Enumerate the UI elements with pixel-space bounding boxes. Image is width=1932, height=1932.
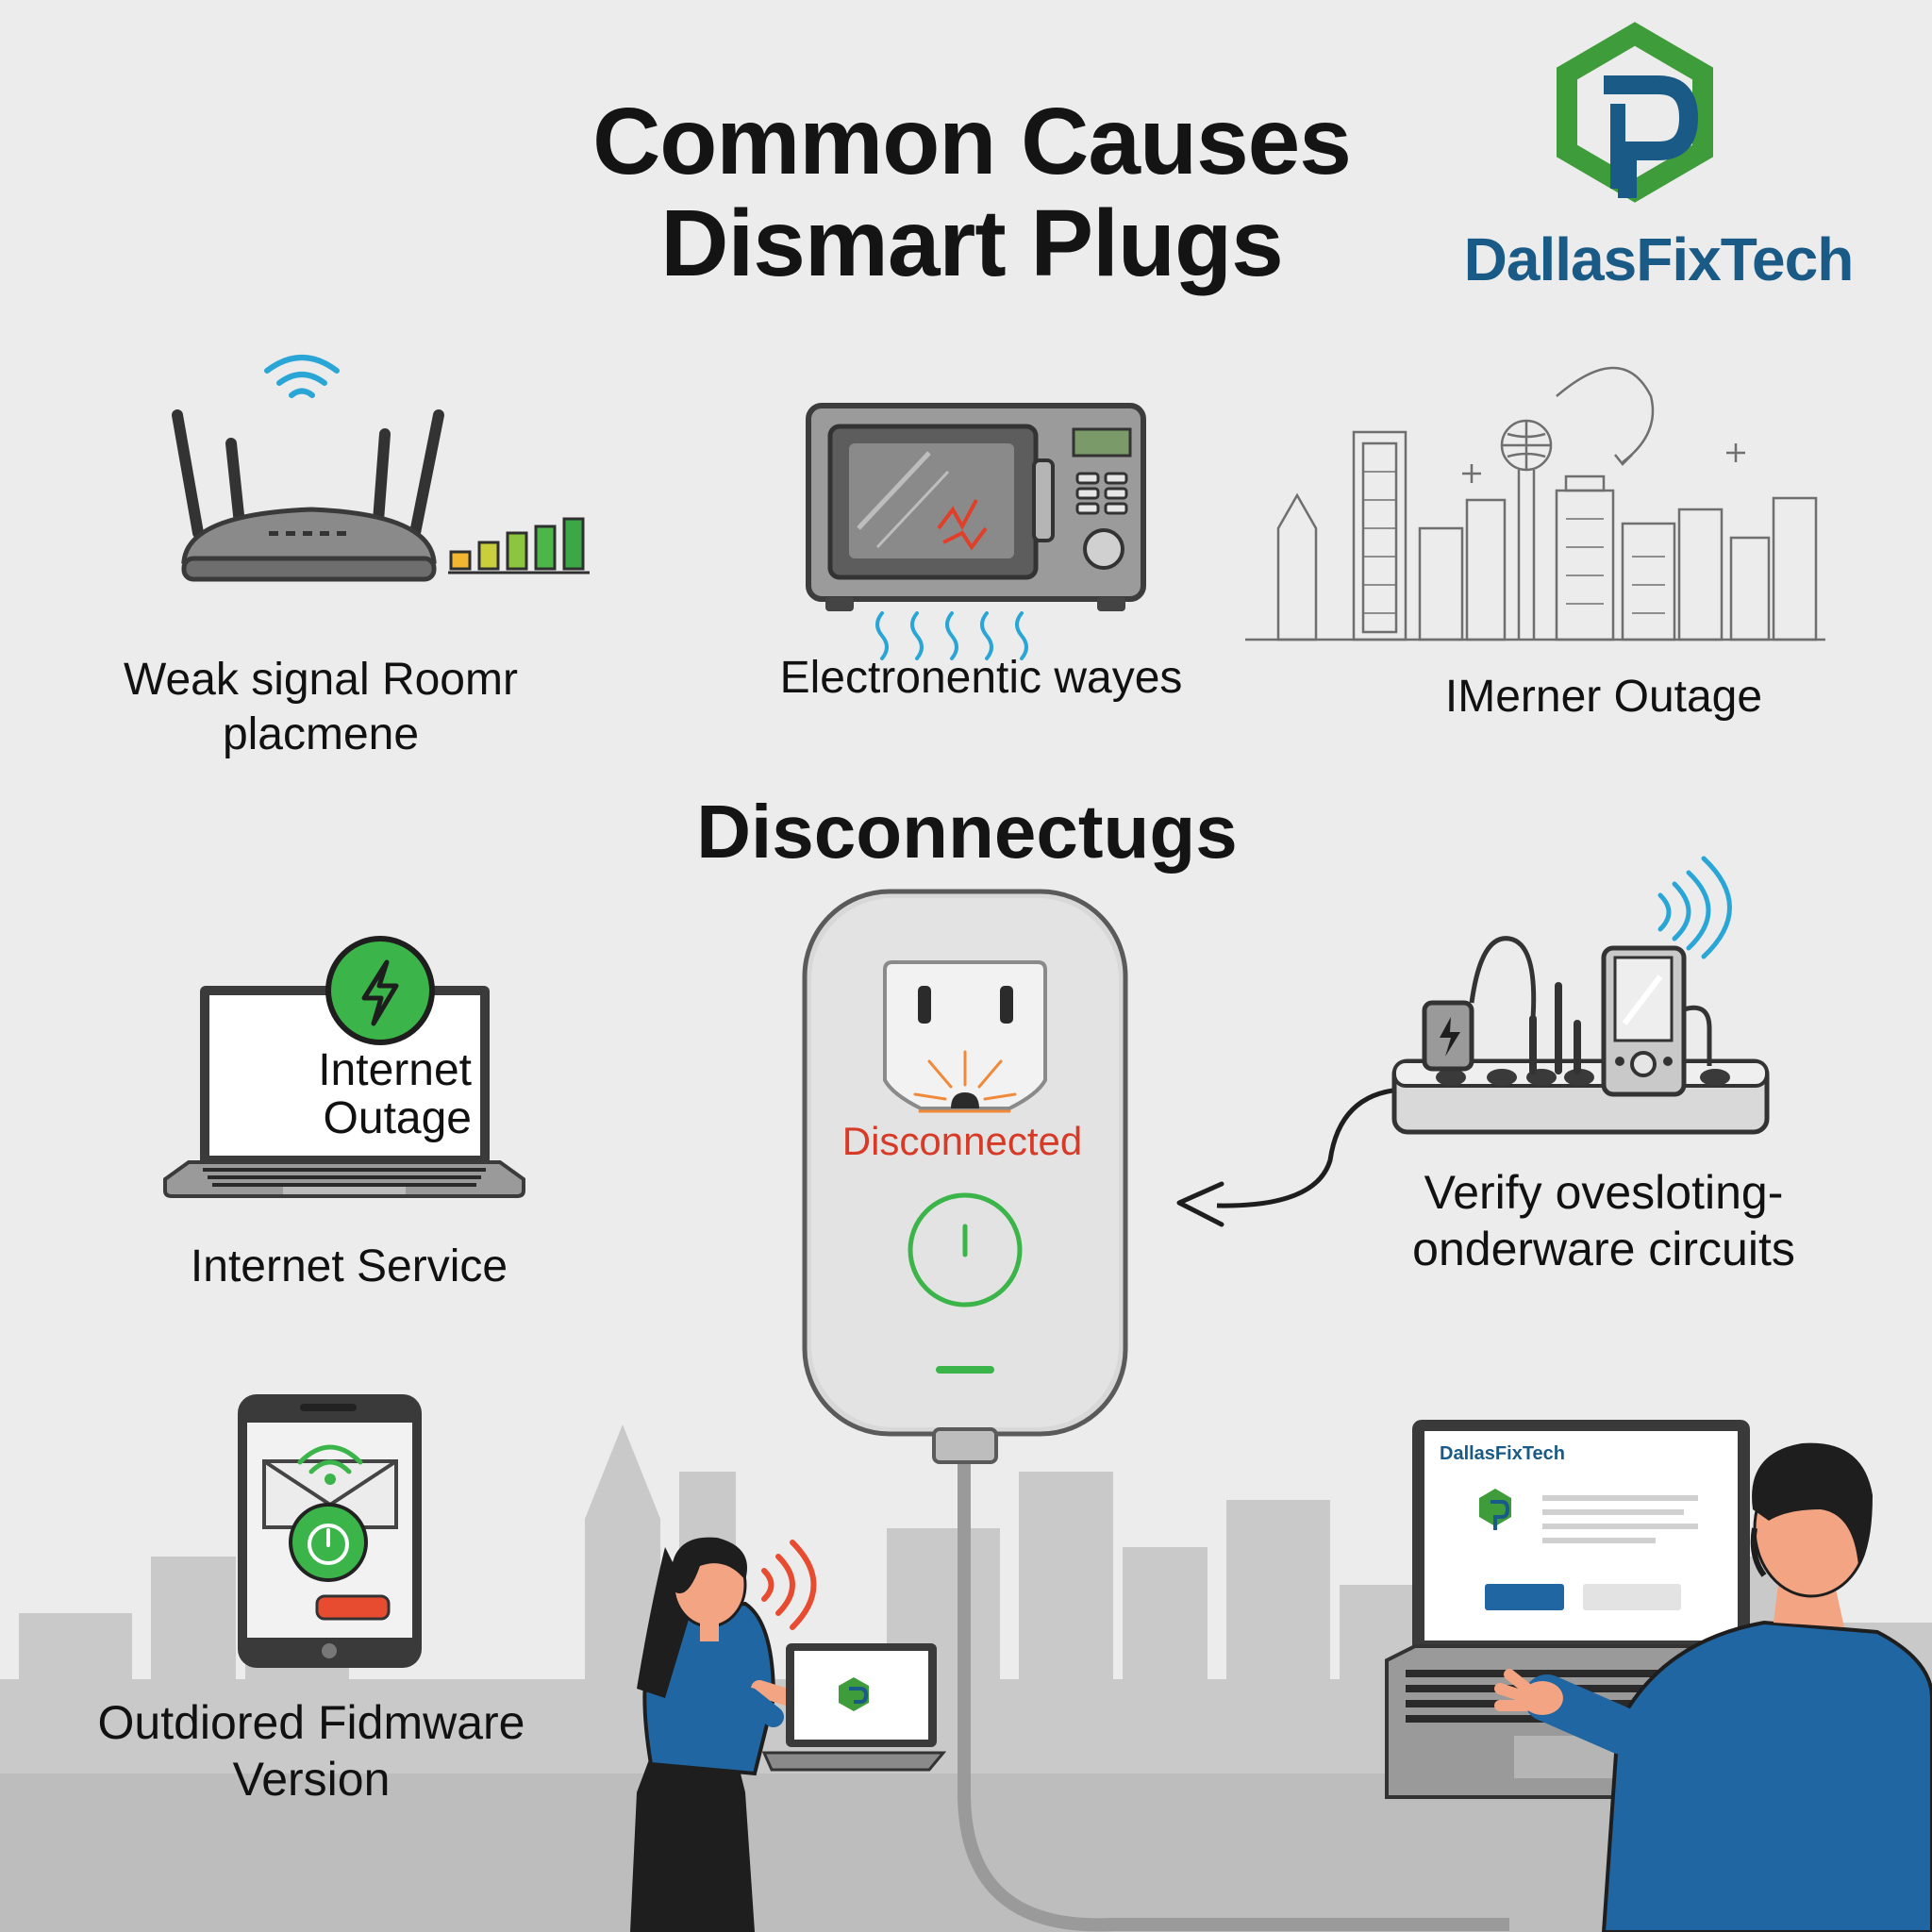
plug-cable [958, 1457, 1509, 1932]
wifi-icon [264, 355, 340, 398]
phone-caption: Outdiored Fidmware Version [57, 1694, 566, 1807]
page-title-line1: Common Causes [592, 89, 1352, 194]
page-title-line2: Dismart Plugs [660, 191, 1283, 296]
router-caption: Weak signal Roomr placmene [75, 653, 566, 761]
power-strip-caption-line1: Verify ovesloting- [1424, 1166, 1784, 1219]
heat-waves-icon [875, 611, 1028, 660]
power-bolt-badge-icon [325, 936, 435, 1045]
screen-secondary-button [1583, 1584, 1681, 1610]
phone-caption-line1: Outdiored Fidmware [97, 1696, 525, 1749]
signal-bars-icon [448, 517, 590, 575]
woman-with-laptop-illustration [630, 1537, 947, 1932]
power-strip-caption-line2: onderware circuits [1412, 1223, 1795, 1275]
sound-waves-icon [761, 1540, 817, 1630]
arrow-icon [1176, 1181, 1224, 1227]
microwave-caption: Electronentic wayes [779, 653, 1183, 703]
phone-caption-line2: Version [232, 1753, 391, 1806]
smart-plug-device [802, 889, 1128, 1464]
plug-status-text: Disconnected [841, 1119, 1083, 1163]
status-led [936, 1366, 994, 1374]
laptop-screen-line1: Internet [318, 1045, 472, 1095]
laptop-screen-line2: Outage [323, 1092, 472, 1143]
brand-name: DallasFixTech [1463, 225, 1855, 293]
phone-icon [238, 1394, 422, 1668]
page-title: Common Causes Dismart Plugs [528, 91, 1415, 294]
power-strip-caption: Verify ovesloting- onderware circuits [1340, 1164, 1868, 1277]
wifi-signal-icon [1657, 856, 1732, 959]
router-icon [172, 409, 444, 582]
skyline-caption: IMerner Outage [1444, 672, 1763, 722]
section-title: Disconnectugs [696, 790, 1238, 874]
router-caption-line1: Weak signal Roomr [124, 655, 518, 705]
power-ring-icon [908, 1192, 1023, 1307]
power-strip-icon [1176, 936, 1770, 1227]
screen-primary-button [1485, 1584, 1564, 1610]
dallasfixtech-logo-icon [1557, 22, 1713, 203]
laptop-screen-text: Internet Outage [255, 1045, 472, 1143]
laptop-screen-brand: DallasFixTech [1440, 1443, 1566, 1464]
dallas-skyline-sketch [1245, 366, 1825, 641]
router-caption-line2: placmene [222, 708, 420, 759]
laptop-caption: Internet Service [190, 1241, 508, 1291]
microwave-icon [806, 403, 1146, 611]
